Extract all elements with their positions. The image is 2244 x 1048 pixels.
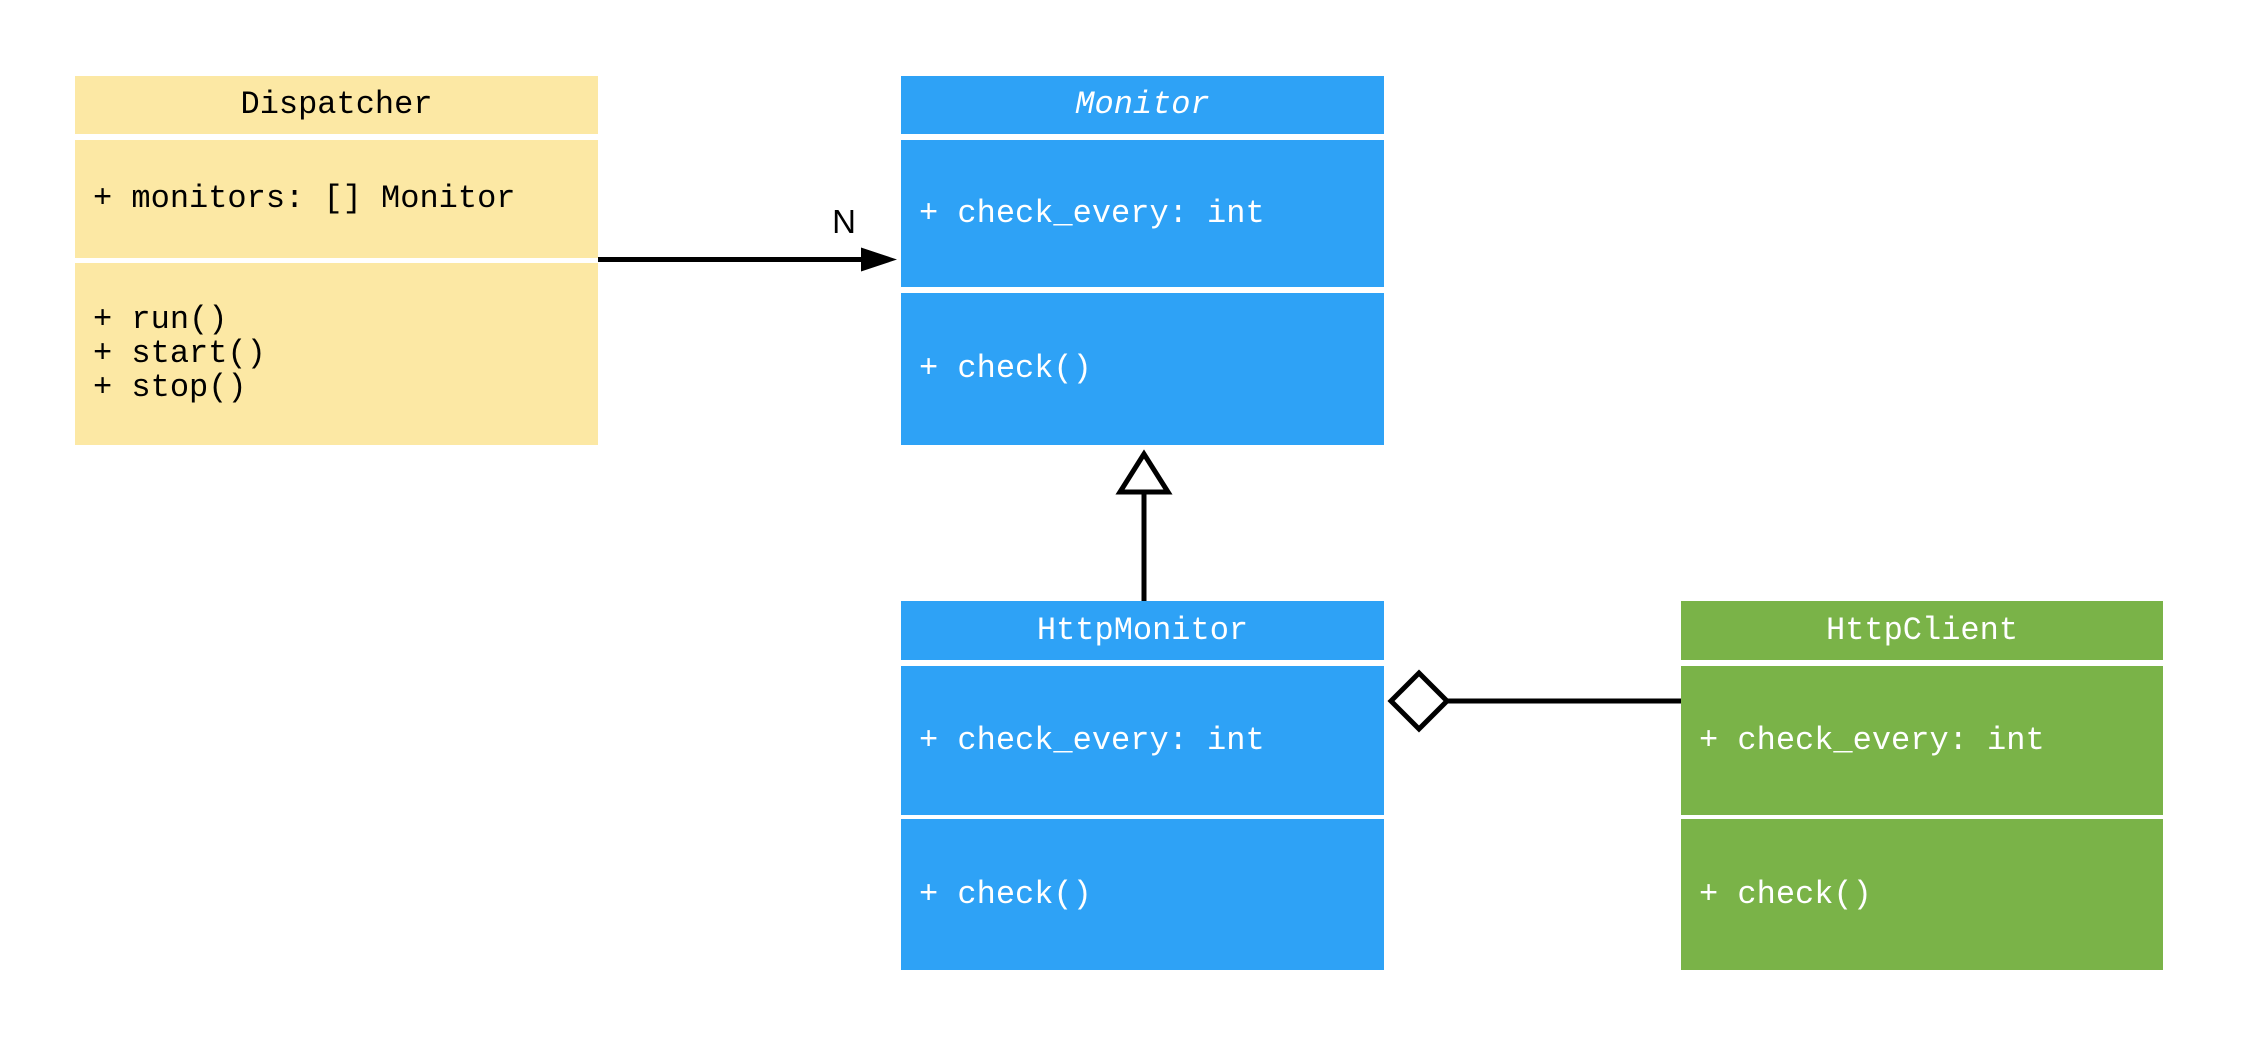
method: + check() xyxy=(919,875,1092,913)
inheritance-triangle-icon xyxy=(1115,449,1173,495)
class-httpmonitor-attributes: + check_every: int xyxy=(901,666,1384,815)
method: + run() xyxy=(93,301,228,338)
class-httpmonitor: HttpMonitor + check_every: int + check() xyxy=(901,601,1384,970)
class-httpclient-attributes: + check_every: int xyxy=(1681,666,2163,815)
attribute: + check_every: int xyxy=(919,194,1265,232)
class-monitor-methods: + check() xyxy=(901,293,1384,445)
class-dispatcher-title: Dispatcher xyxy=(75,76,598,134)
attribute: + check_every: int xyxy=(1699,721,2045,759)
method: + start() xyxy=(93,335,266,372)
class-monitor-title: Monitor xyxy=(901,76,1384,134)
aggregation-diamond-icon xyxy=(1387,669,1451,733)
class-httpmonitor-methods: + check() xyxy=(901,819,1384,970)
class-monitor-attributes: + check_every: int xyxy=(901,140,1384,287)
class-name: Monitor xyxy=(1075,86,1210,123)
attribute: + check_every: int xyxy=(919,721,1265,759)
association-arrowhead-icon xyxy=(861,247,897,272)
attribute: + monitors: [] Monitor xyxy=(93,180,516,217)
class-name: Dispatcher xyxy=(240,86,433,123)
class-dispatcher-attributes: + monitors: [] Monitor xyxy=(75,140,598,258)
class-httpclient-methods: + check() xyxy=(1681,819,2163,970)
class-httpclient-title: HttpClient xyxy=(1681,601,2163,660)
class-name: HttpClient xyxy=(1825,611,2019,649)
method: + check() xyxy=(1699,875,1872,913)
class-dispatcher-methods: + run() + start() + stop() xyxy=(75,263,598,445)
method: + stop() xyxy=(93,369,247,406)
method: + check() xyxy=(919,350,1092,387)
class-monitor: Monitor + check_every: int + check() xyxy=(901,76,1384,445)
class-httpclient: HttpClient + check_every: int + check() xyxy=(1681,601,2163,970)
class-httpmonitor-title: HttpMonitor xyxy=(901,601,1384,660)
class-name: HttpMonitor xyxy=(1036,611,1249,649)
class-dispatcher: Dispatcher + monitors: [] Monitor + run(… xyxy=(75,76,598,445)
association-multiplicity-label: N xyxy=(832,203,856,240)
